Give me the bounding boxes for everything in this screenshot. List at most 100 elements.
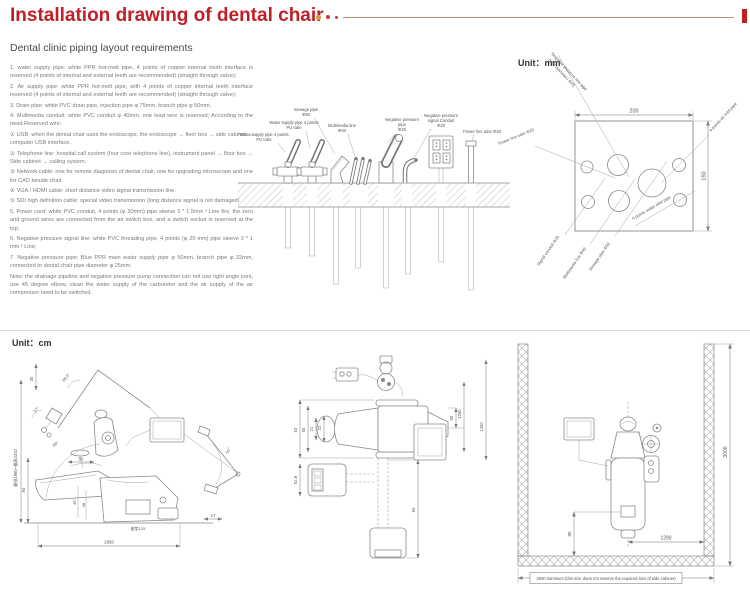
dim-22: 22: [317, 425, 322, 430]
room-width-dim-1290: 1290: [660, 536, 671, 542]
dim-1450: 1450: [479, 422, 484, 432]
dim-528: 52.8: [293, 475, 298, 484]
negative-pressure-pipe-label: pipe: [398, 122, 407, 127]
seat-height-dim-84: 84: [21, 487, 26, 492]
signal-conduit-label: Signal conduit Φ20: [536, 234, 561, 266]
requirement-item: ② Telephone line: hospital call system (…: [10, 150, 253, 165]
requirement-item: ④ VGA / HDMI cable: short distance video…: [10, 188, 176, 195]
negative-pressure-signal-conduit: [402, 157, 418, 183]
room-offset-dim-80: 80: [567, 531, 572, 537]
angle-dim-66: 66°: [51, 440, 59, 448]
delivery-unit-mechanism: [332, 355, 403, 397]
air-inlet-label: 4 points air inlet pipe: [708, 101, 738, 133]
requirement-item: ⑤ SDI high definition cable: special vid…: [10, 198, 240, 205]
foot-pedal-unit: [369, 527, 407, 559]
chair-side-view-drawing: 51° 最低1980~最高2310 30 26.5° 27° 66° 50 84…: [12, 363, 241, 548]
unit-cm-label: Unit：cm: [12, 338, 52, 348]
requirement-item: 6. Negative pressure signal line: white …: [10, 236, 253, 251]
floor-section: [238, 182, 510, 208]
unit-mm-label: Unit：mm: [518, 58, 561, 68]
room-chair-top-view: [605, 416, 651, 539]
angle-dim-45: 45°: [72, 499, 77, 505]
dim-21: 21: [309, 426, 314, 431]
sewage-pipe-label: Sewage pipe: [294, 107, 319, 112]
negative-signal-label: signal Conduit: [428, 118, 455, 123]
title-rule-line: [343, 16, 734, 18]
plate-leader-lines: [534, 54, 710, 245]
sewage-pipe-elbow: [330, 155, 350, 184]
gold-dot-icon: [316, 15, 321, 20]
dim-60-right: 60: [449, 415, 454, 420]
plate-height-dim: 150: [702, 171, 708, 180]
chair-top-view-drawing: 63 60 21 22 60 1250 1450 52.8 94: [293, 355, 488, 559]
floor-plate-drawing: 200 150 Negative pressure line pipe (inl: [498, 51, 739, 279]
requirement-item: Note: the drainage pipeline and negative…: [10, 273, 253, 297]
spittoon-unit: [307, 463, 347, 497]
multimedia-line-label: Multimedia line Φ40: [562, 246, 588, 280]
requirement-item: 7. Negative pressure pipe: Blue PPR main…: [10, 254, 253, 270]
room-monitor-unit: [563, 417, 609, 467]
water-valve-fixture: [272, 139, 304, 184]
negative-signal-label: Φ20: [437, 123, 446, 128]
water-supply-label: Water supply pipe 4 points: [239, 132, 288, 137]
plate-width-dim: 200: [629, 109, 638, 115]
red-dot-icon: [334, 15, 338, 19]
dim-63: 63: [293, 427, 298, 432]
negative-pressure-pipe-label: Negative pressure: [385, 117, 420, 122]
width-dim-1950: 1950: [104, 540, 115, 545]
water-supply-label: Water supply pipe 4 points: [269, 120, 318, 125]
room-walls: [517, 343, 715, 567]
negative-pressure-line-label: Negative pressure line pipe: [550, 51, 589, 92]
air-valve-fixture: [296, 139, 328, 184]
arm-swing-detail: 51°: [183, 425, 241, 495]
requirement-item: ③ Network cable: one for remote diagnosi…: [10, 169, 253, 184]
section-divider: [0, 330, 750, 331]
power-line-tube-fixture: [465, 140, 477, 183]
power-line-label: Power line tube Φ20: [463, 129, 502, 134]
arm-angle-dim: 51°: [224, 446, 232, 454]
requirement-item: 1. water supply pipe: white PPR hot-melt…: [10, 65, 253, 80]
angle-dim-265: 26.5°: [61, 372, 71, 383]
section-subtitle: Dental clinic piping layout requirements: [10, 42, 193, 54]
foot-dim-48: 48: [81, 502, 86, 507]
plate-outline: [574, 120, 694, 232]
room-depth-dim: 3000: [723, 446, 729, 457]
water-supply-label: PU tube: [256, 137, 272, 142]
top-view-dimensions: 63 60 21 22 60 1250 1450 52.8 94: [293, 359, 488, 559]
requirement-item: 5. Power cord: white PVC conduit, 4 poin…: [10, 208, 253, 232]
negative-pressure-pipe-label: Φ25: [398, 127, 407, 132]
power-line-label: Power line tube Φ20: [498, 127, 536, 146]
water-inlet-label: 4 points water inlet pipe: [631, 194, 672, 221]
water-supply-label: PU tube: [286, 125, 302, 130]
requirement-item: 2. Air supply pipe: white PPR hot-melt p…: [10, 83, 253, 99]
multimedia-line-label: Φ40: [338, 128, 347, 133]
plate-labels: Negative pressure line pipe (inlet diame…: [498, 51, 739, 279]
room-layout-drawing: 3000 80 1290 2500 minimum (this size doe…: [517, 343, 734, 584]
room-delivery-unit: [636, 423, 662, 483]
sewage-pipe-label: Φ50: [302, 112, 311, 117]
room-minimum-note: 2500 minimum (this size does not reserve…: [536, 576, 676, 581]
piping-elevation-drawing: Water supply pipe 4 points PU tube Water…: [238, 107, 510, 291]
height-range-dim: 最低1980~最高2310: [12, 448, 19, 486]
underfloor-pipes: [285, 207, 474, 291]
requirement-item: ① USB: when the dental chair uses the en…: [10, 131, 253, 147]
room-dimensions: 3000 80 1290 2500 minimum (this size doe…: [517, 343, 734, 584]
multimedia-line-label: Multimedia line: [328, 123, 357, 128]
piping-requirements-list: 1. water supply pipe: white PPR hot-melt…: [10, 64, 253, 300]
plate-dimensions: 200 150: [574, 109, 712, 232]
dim-60-left: 60: [301, 427, 306, 432]
chair-side-body: [35, 409, 185, 523]
connection-dashed-lines: [346, 458, 389, 528]
title-decoration: [316, 15, 734, 20]
piping-labels: Water supply pipe 4 points PU tube Water…: [239, 107, 501, 142]
power-socket-panel: [428, 135, 454, 183]
angle-dim-27: 27°: [32, 406, 40, 414]
plate-holes: [580, 154, 687, 212]
cushion-label: 座垫125: [131, 525, 146, 531]
negative-signal-label: Negative pressure: [424, 113, 459, 118]
red-dot-icon: [325, 15, 330, 20]
dim-94: 94: [411, 507, 416, 512]
side-view-dimensions: 最低1980~最高2310 30 26.5° 27° 66° 50 84 45°…: [12, 363, 223, 548]
requirement-item: 4. Multimedia conduit: white PVC conduit…: [10, 112, 253, 128]
